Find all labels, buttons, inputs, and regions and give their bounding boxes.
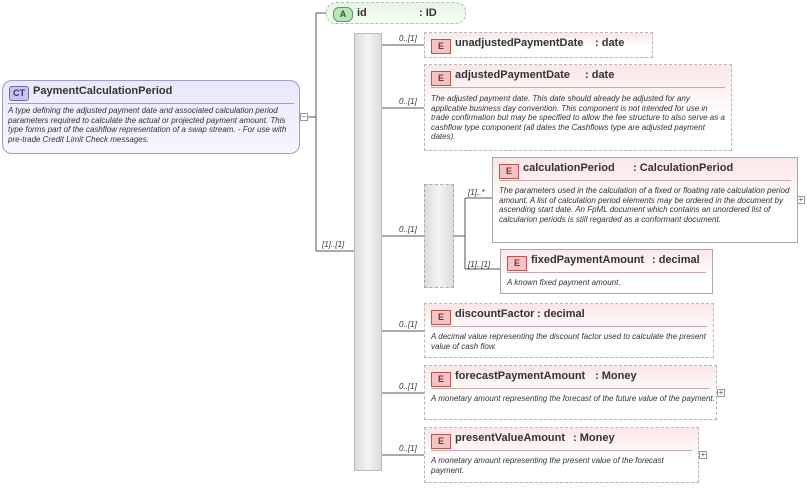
complex-type-name: PaymentCalculationPeriod <box>33 85 173 97</box>
element-badge: E <box>499 164 519 179</box>
collapse-icon[interactable]: − <box>300 112 308 121</box>
element-badge: E <box>431 71 451 86</box>
element-name: adjustedPaymentDate <box>455 69 570 81</box>
element-name: presentValueAmount <box>455 432 566 444</box>
complex-type-description: A type defining the adjusted payment dat… <box>8 106 287 144</box>
complex-type-badge: CT <box>9 86 29 101</box>
element-name: calculationPeriod <box>523 162 615 174</box>
element-description: A decimal value representing the discoun… <box>431 332 706 351</box>
choice-cardinality: 0..[1] <box>399 225 417 234</box>
element-name: fixedPaymentAmount <box>531 254 645 266</box>
cardinality-label: [1]..[1] <box>468 260 491 269</box>
element-name: unadjustedPaymentDate <box>455 37 584 49</box>
cardinality-label: 0..[1] <box>399 382 417 391</box>
element-badge: E <box>431 39 451 54</box>
element-fixedPaymentAmount[interactable]: E fixedPaymentAmount : decimal A known f… <box>500 249 713 294</box>
sequence-cardinality: [1]..[1] <box>322 240 345 249</box>
divider <box>431 450 692 451</box>
attribute-type: : ID <box>419 7 437 19</box>
element-badge: E <box>507 256 527 271</box>
element-type: : decimal <box>652 254 700 266</box>
element-description: A monetary amount representing the forec… <box>431 394 715 403</box>
element-badge: E <box>431 310 451 325</box>
element-type: : date <box>585 69 615 81</box>
element-badge: E <box>431 434 451 449</box>
attribute-id[interactable]: A id : ID <box>326 2 466 24</box>
element-description: A monetary amount representing the prese… <box>431 456 664 475</box>
cardinality-label: 0..[1] <box>399 97 417 106</box>
element-calculationPeriod[interactable]: E calculationPeriod : CalculationPeriod … <box>492 157 798 243</box>
element-description: The adjusted payment date. This date sho… <box>431 94 725 142</box>
element-type: : CalculationPeriod <box>633 162 734 174</box>
element-unadjustedPaymentDate[interactable]: E unadjustedPaymentDate : date <box>424 32 653 58</box>
element-discountFactor[interactable]: E discountFactor : decimal A decimal val… <box>424 303 714 358</box>
element-name: discountFactor <box>455 308 535 320</box>
element-adjustedPaymentDate[interactable]: E adjustedPaymentDate : date The adjuste… <box>424 64 732 151</box>
divider <box>431 388 710 389</box>
element-type: : Money <box>573 432 615 444</box>
cardinality-label: 0..[1] <box>399 34 417 43</box>
divider <box>431 326 707 327</box>
divider <box>8 103 294 104</box>
choice-compositor[interactable] <box>424 184 454 288</box>
element-presentValueAmount[interactable]: E presentValueAmount : Money A monetary … <box>424 427 699 483</box>
divider <box>499 180 791 181</box>
divider <box>507 272 706 273</box>
element-badge: E <box>431 372 451 387</box>
complex-type-box[interactable]: CT PaymentCalculationPeriod A type defin… <box>2 80 300 154</box>
element-name: forecastPaymentAmount <box>455 370 586 382</box>
element-description: A known fixed payment amount. <box>507 278 621 287</box>
sequence-compositor[interactable] <box>354 33 382 471</box>
expand-icon[interactable]: + <box>717 388 725 397</box>
expand-icon[interactable]: + <box>797 195 805 204</box>
element-type: : decimal <box>537 308 585 320</box>
element-description: The parameters used in the calculation o… <box>499 186 790 224</box>
element-type: : Money <box>595 370 637 382</box>
element-type: : date <box>595 37 625 49</box>
cardinality-label: 0..[1] <box>399 444 417 453</box>
divider <box>431 87 725 88</box>
attribute-name: id <box>357 7 367 19</box>
cardinality-label: [1]..* <box>468 188 485 197</box>
element-forecastPaymentAmount[interactable]: E forecastPaymentAmount : Money A moneta… <box>424 365 717 420</box>
cardinality-label: 0..[1] <box>399 320 417 329</box>
expand-icon[interactable]: + <box>699 450 707 459</box>
attribute-badge: A <box>333 7 353 22</box>
